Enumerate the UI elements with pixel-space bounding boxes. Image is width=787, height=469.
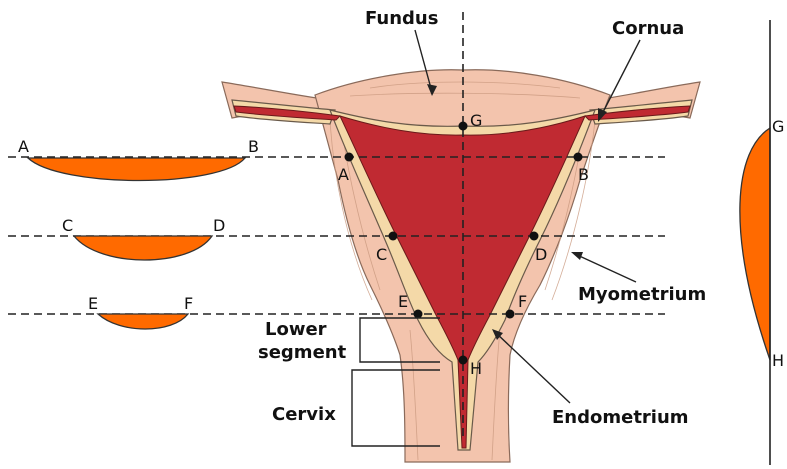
label-b-center: B — [578, 165, 589, 184]
reference-lines — [8, 12, 665, 440]
section-cd — [74, 236, 212, 260]
label-a-center: A — [338, 165, 349, 184]
myometrium-label: Myometrium — [578, 284, 706, 305]
label-e-left: E — [88, 294, 98, 313]
label-d-center: D — [535, 245, 547, 264]
label-h-right: H — [772, 351, 784, 370]
lower-segment-label-line1: Lower — [265, 319, 327, 340]
label-e-center: E — [398, 292, 408, 311]
point-a-dot — [345, 153, 354, 162]
label-c-center: C — [376, 245, 387, 264]
label-g-right: G — [772, 117, 784, 136]
endometrium-label: Endometrium — [552, 407, 689, 428]
point-b-dot — [574, 153, 583, 162]
point-e-dot — [414, 310, 423, 319]
fundus-label: Fundus — [365, 8, 438, 29]
point-d-dot — [530, 232, 539, 241]
myometrium-leader — [575, 254, 636, 282]
label-b-left: B — [248, 137, 259, 156]
point-c-dot — [389, 232, 398, 241]
cervix-label: Cervix — [272, 404, 336, 425]
point-g-dot — [459, 122, 468, 131]
label-c-left: C — [62, 216, 73, 235]
section-ab — [28, 158, 245, 181]
myometrium-arrowhead — [571, 252, 583, 260]
label-a-left: A — [18, 137, 29, 156]
lower-segment-label-line2: segment — [258, 342, 347, 363]
label-f-left: F — [184, 294, 193, 313]
point-f-dot — [506, 310, 515, 319]
label-g-center: G — [470, 111, 482, 130]
section-gh — [740, 128, 770, 360]
point-h-dot — [459, 356, 468, 365]
label-f-center: F — [518, 292, 527, 311]
label-d-left: D — [213, 216, 225, 235]
label-h-center: H — [470, 359, 482, 378]
cornua-label: Cornua — [612, 18, 684, 39]
section-ef — [98, 314, 188, 329]
